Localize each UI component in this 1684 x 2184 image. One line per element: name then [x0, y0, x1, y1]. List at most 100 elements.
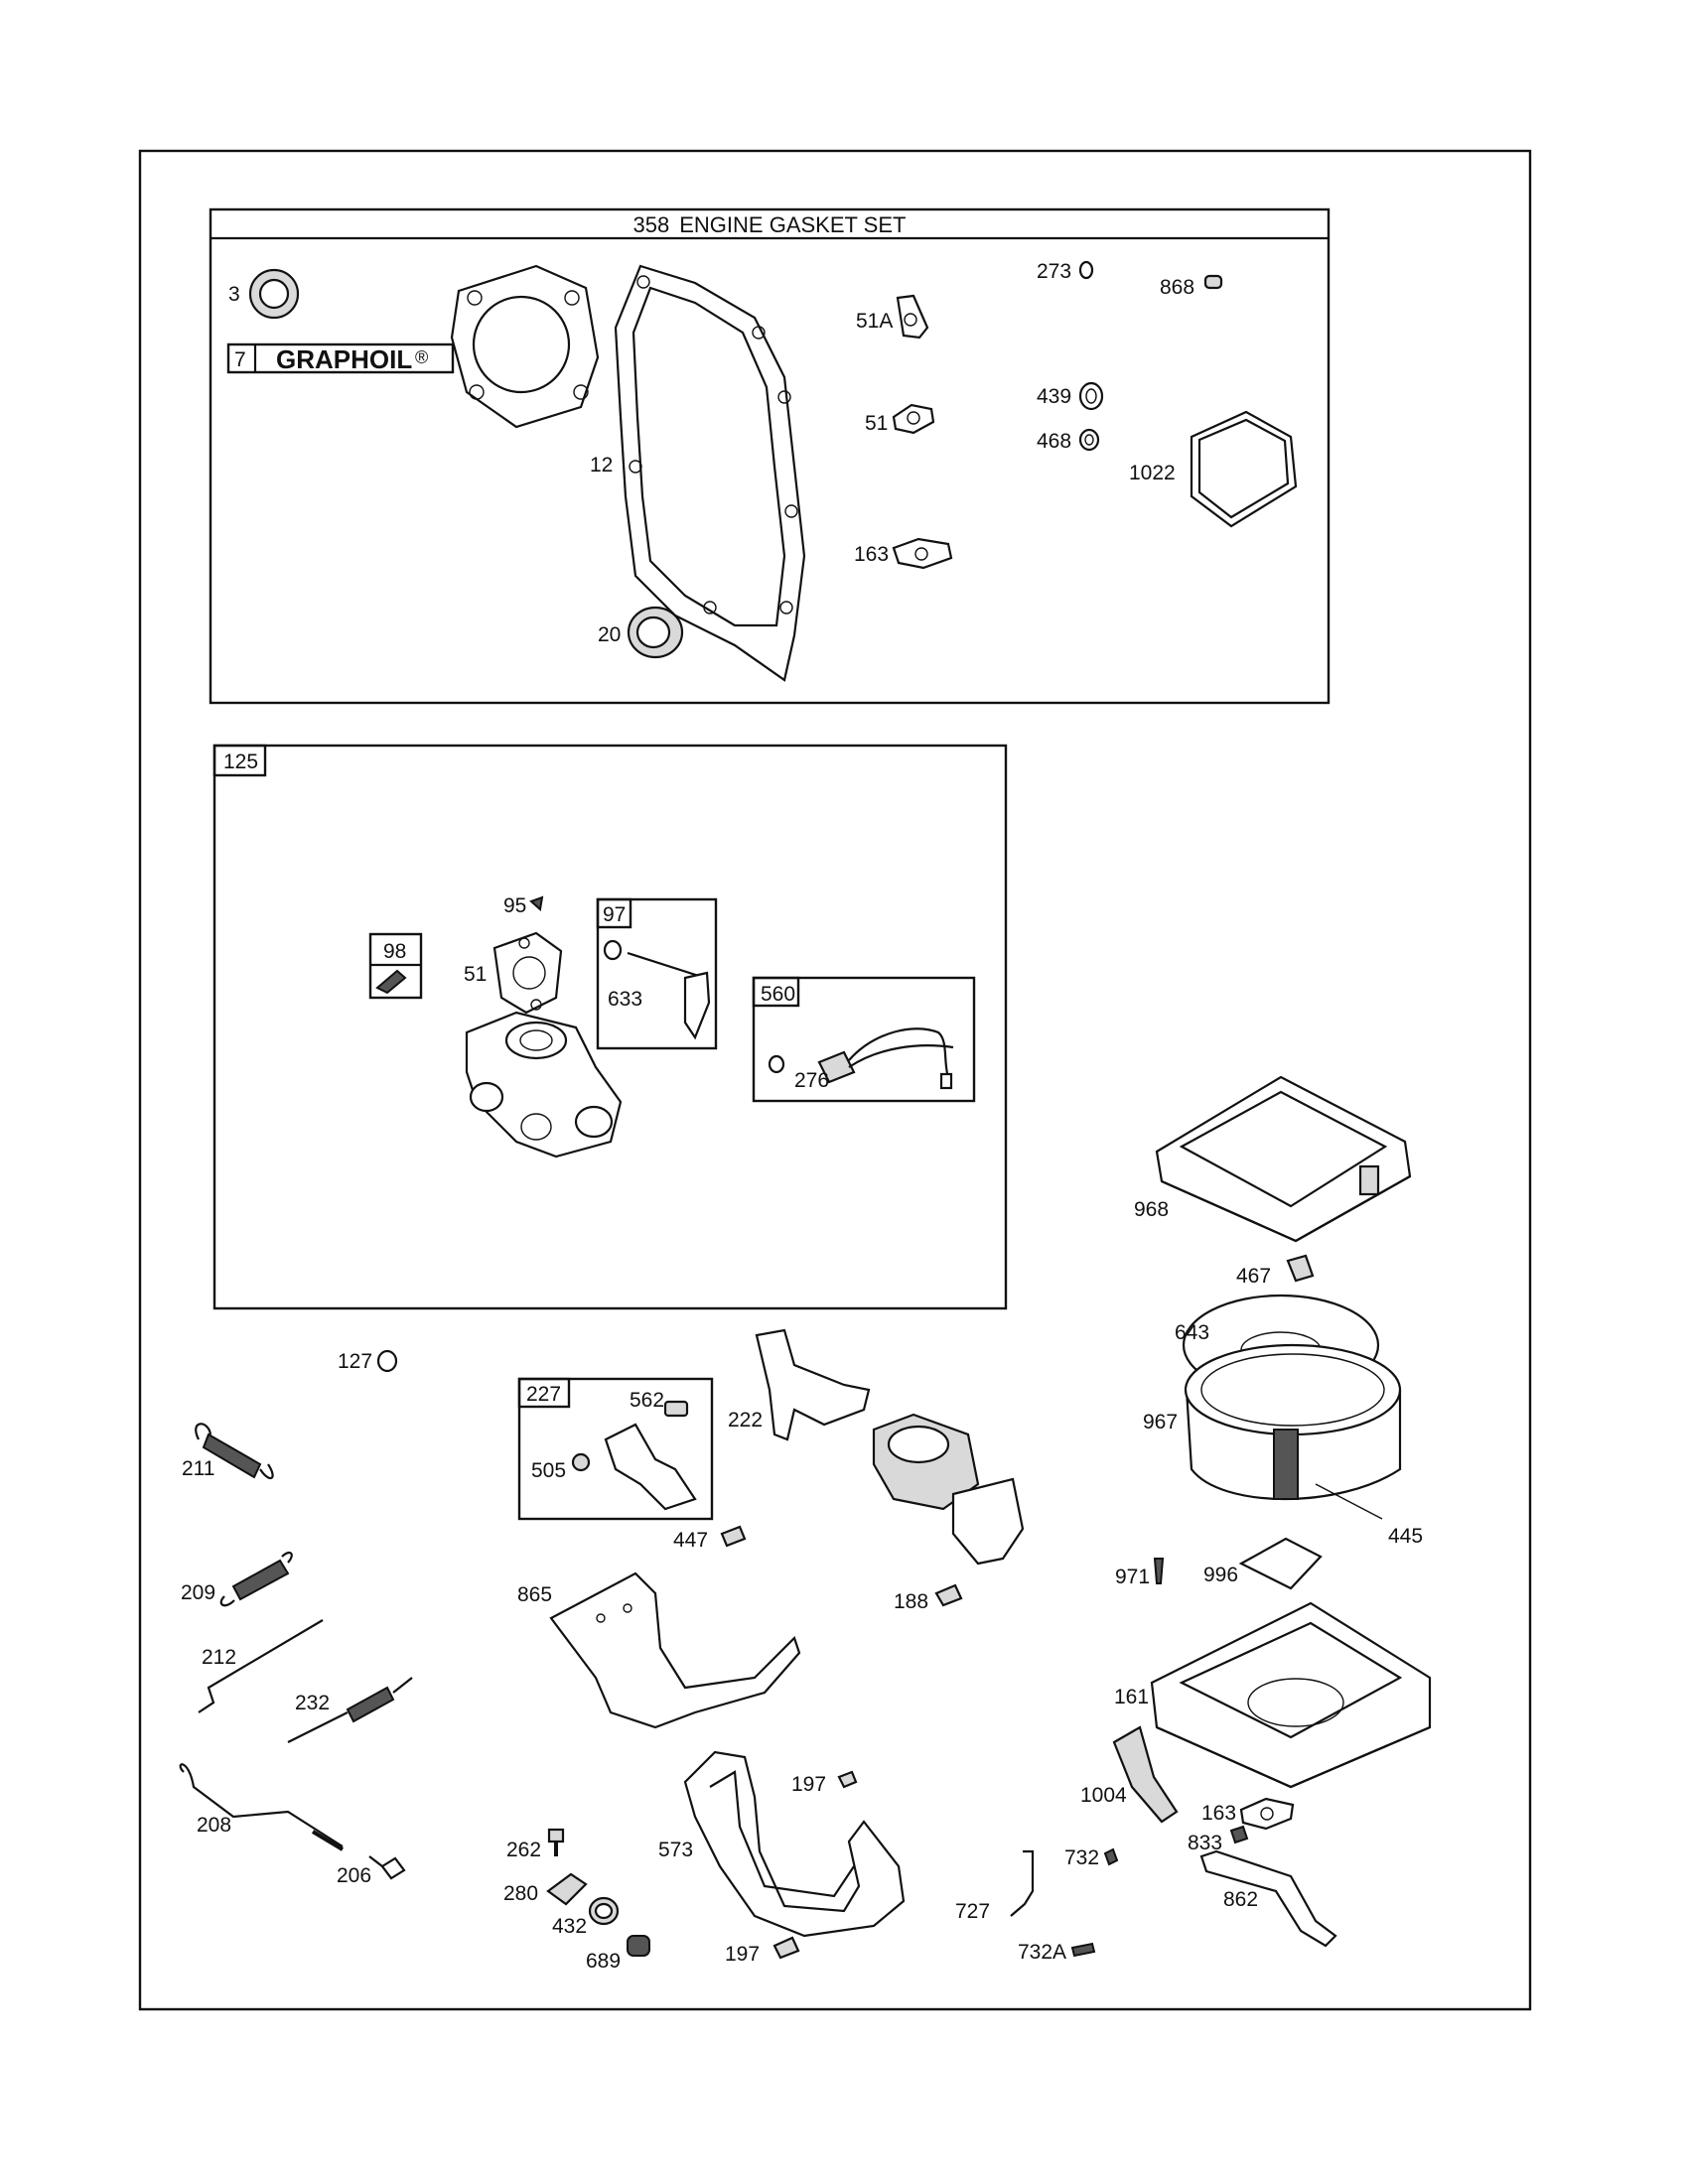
label-732: 732	[1064, 1846, 1099, 1869]
gasket-set-title: ENGINE GASKET SET	[679, 212, 906, 237]
label-505: 505	[531, 1459, 566, 1482]
label-163-top: 163	[854, 543, 889, 566]
label-208: 208	[197, 1814, 231, 1837]
label-633: 633	[608, 988, 642, 1011]
baffle-part-865	[549, 1571, 801, 1729]
bracket-part-862	[1199, 1849, 1337, 1948]
label-188: 188	[894, 1590, 928, 1613]
washer-part-468	[1078, 428, 1100, 452]
spring-part-232	[287, 1677, 413, 1743]
label-212: 212	[202, 1646, 236, 1669]
label-127: 127	[338, 1350, 372, 1373]
washer-part-439	[1078, 381, 1104, 411]
elbow-part-1004	[1112, 1725, 1179, 1824]
label-280: 280	[503, 1882, 538, 1905]
washer-part-273	[1078, 260, 1094, 280]
bracket-part-996	[1238, 1537, 1323, 1590]
kit-97-label: 97	[603, 903, 626, 926]
seal-part-20	[627, 606, 684, 659]
spring-part-689	[627, 1935, 650, 1957]
label-222: 222	[728, 1409, 763, 1432]
graphoil-box: 7 GRAPHOIL ®	[226, 342, 455, 374]
label-273: 273	[1037, 260, 1071, 283]
nut-part-505	[571, 1452, 591, 1472]
label-20: 20	[598, 623, 621, 646]
link-part-212	[198, 1619, 324, 1713]
air-cleaner-assembly: 968 467 643 967 445 971 996	[1080, 1075, 1432, 1948]
screw-part-206	[368, 1855, 406, 1880]
oring-part-276	[768, 1054, 785, 1074]
label-971: 971	[1115, 1566, 1150, 1588]
screw-part-732	[1103, 1847, 1119, 1866]
filter-cartridge-part-967	[1184, 1343, 1402, 1501]
governor-control-group: 227 562 505 447 222 188 865 197	[503, 1328, 1119, 1973]
label-996: 996	[1203, 1564, 1238, 1586]
label-447: 447	[673, 1529, 708, 1552]
bolt-part-262	[547, 1828, 565, 1856]
plug-part-868	[1203, 274, 1223, 290]
kit-560-label: 560	[761, 983, 795, 1006]
kit-125-label: 125	[223, 751, 258, 773]
carburetor-kit-box: 125 98 95 51 97	[212, 744, 1008, 1310]
outer-frame	[138, 149, 1532, 2011]
link-part-727	[1010, 1849, 1035, 1917]
label-197-bottom: 197	[725, 1943, 760, 1966]
spring-part-211	[195, 1423, 274, 1480]
gasket-part-51A	[896, 294, 929, 340]
throttle-shaft	[603, 939, 711, 1040]
label-689: 689	[586, 1950, 621, 1973]
label-51-carb: 51	[464, 963, 487, 986]
bushing-part-432	[588, 1896, 620, 1926]
label-262: 262	[506, 1839, 541, 1861]
washer-part-127	[376, 1349, 398, 1373]
clamp-part-280	[546, 1872, 588, 1906]
label-209: 209	[181, 1581, 215, 1604]
label-573: 573	[658, 1839, 693, 1861]
label-197-top: 197	[791, 1773, 826, 1796]
label-967: 967	[1143, 1411, 1178, 1433]
label-1004: 1004	[1080, 1784, 1127, 1807]
gasket-set-number: 358	[633, 212, 670, 237]
graphoil-text: GRAPHOIL	[276, 344, 412, 374]
screw-part-732A	[1070, 1942, 1096, 1958]
label-643: 643	[1175, 1321, 1209, 1344]
label-1022: 1022	[1129, 462, 1176, 484]
label-95: 95	[503, 894, 526, 917]
label-51-top: 51	[865, 412, 888, 435]
gasket-part-163-bottom	[1239, 1797, 1295, 1831]
screw-part-197-top	[837, 1770, 858, 1789]
kit-227-label: 227	[526, 1383, 561, 1406]
gasket-part-163-top	[892, 537, 953, 570]
governor-springs-links: 127 211 209 212 232 208	[179, 1349, 413, 1887]
kit-98-label: 98	[383, 940, 406, 963]
carburetor-body	[465, 1011, 623, 1159]
air-cleaner-base-part-161	[1150, 1601, 1432, 1789]
label-163-bottom: 163	[1201, 1802, 1236, 1825]
label-432: 432	[552, 1915, 587, 1938]
gasket-set-header: 358 ENGINE GASKET SET	[633, 212, 907, 237]
screw-part-188	[934, 1583, 963, 1607]
solenoid-part-560	[817, 1027, 954, 1090]
carb-gasket-part-51	[492, 931, 563, 1015]
label-562: 562	[630, 1389, 664, 1412]
label-211: 211	[182, 1457, 214, 1480]
label-868: 868	[1160, 276, 1194, 299]
screw-part-447	[720, 1525, 747, 1548]
label-468: 468	[1037, 430, 1071, 453]
label-206: 206	[337, 1864, 371, 1887]
label-445: 445	[1388, 1525, 1423, 1548]
control-bracket-part-227	[604, 1423, 697, 1511]
label-161: 161	[1114, 1686, 1149, 1708]
head-gasket	[450, 264, 600, 429]
screw-part-197-bottom	[772, 1936, 800, 1960]
label-276: 276	[794, 1069, 829, 1092]
spring-part-209	[219, 1551, 293, 1607]
screw-part-833	[1229, 1825, 1249, 1844]
link-part-208	[179, 1763, 344, 1847]
jet-part-98	[375, 969, 407, 995]
shroud-part-573	[683, 1750, 906, 1938]
label-12: 12	[590, 454, 613, 477]
label-833: 833	[1188, 1832, 1222, 1854]
